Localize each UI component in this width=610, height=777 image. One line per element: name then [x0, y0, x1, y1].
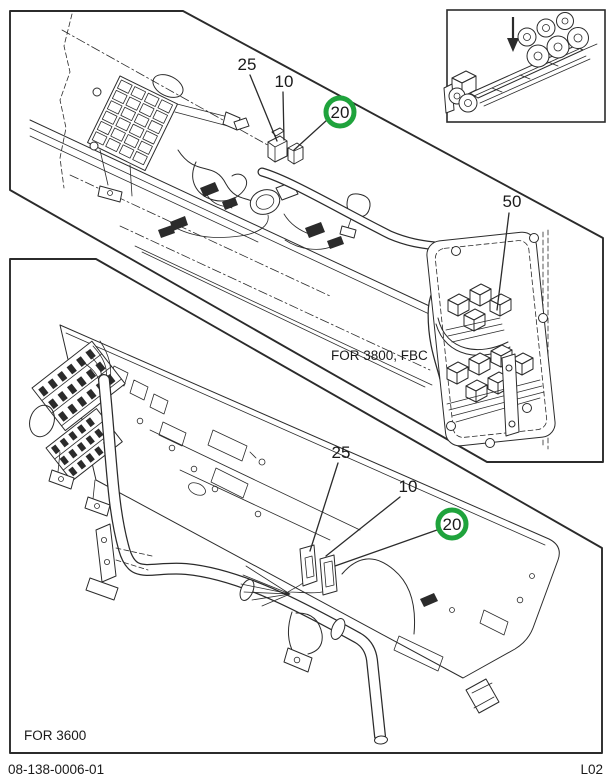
- leader-line: [325, 496, 401, 557]
- callouts-bottom: 25 10 20: [309, 443, 469, 567]
- channel-bracket: [465, 678, 500, 714]
- panel-bottom-3600: 25 10 20 FOR 3600: [9, 258, 603, 754]
- page-code: L02: [580, 762, 603, 777]
- callout-20-bottom: 20: [443, 515, 462, 534]
- connector-part-bottom: [299, 544, 338, 596]
- panel-top-frame: [9, 10, 604, 463]
- panel-top-artwork: [29, 13, 556, 450]
- callout-25-bottom: 25: [332, 443, 351, 462]
- callout-10-top: 10: [275, 72, 294, 91]
- arrow-down-icon: [507, 17, 519, 52]
- callouts-top: 25 10 20 50: [238, 55, 522, 311]
- leader-line: [496, 212, 510, 311]
- document-number: 08-138-0006-01: [8, 762, 104, 777]
- callout-50-top: 50: [503, 192, 522, 211]
- l-bracket: [85, 523, 153, 601]
- fuse-grid-block: [87, 75, 179, 172]
- leader-line: [282, 91, 285, 141]
- panel-top-3800: 25 10 20 50 FOR 3800, FBC: [9, 10, 604, 463]
- circled-callout-20-top: [323, 95, 357, 129]
- callout-10-bottom: 10: [399, 477, 418, 496]
- p-clamp-bracket: [283, 611, 323, 673]
- footer: 08-138-0006-01 L02: [8, 762, 603, 777]
- leader-line: [334, 529, 438, 567]
- callout-20-top: 20: [331, 103, 350, 122]
- circled-callout-20-bottom: [435, 507, 469, 541]
- truck-locator: [443, 9, 606, 123]
- leader-line: [309, 462, 339, 552]
- leader-line: [249, 74, 278, 142]
- panel-top-caption: FOR 3800, FBC: [331, 348, 428, 363]
- panel-bottom-artwork: [29, 324, 560, 745]
- callout-25-top: 25: [238, 55, 257, 74]
- panel-bottom-frame: [9, 258, 603, 754]
- truck-chassis-icon: [443, 12, 598, 114]
- leader-line: [293, 119, 328, 151]
- panel-screws: [446, 233, 548, 448]
- fuse-relay-panel: [426, 229, 556, 450]
- panel-bottom-caption: FOR 3600: [24, 728, 86, 743]
